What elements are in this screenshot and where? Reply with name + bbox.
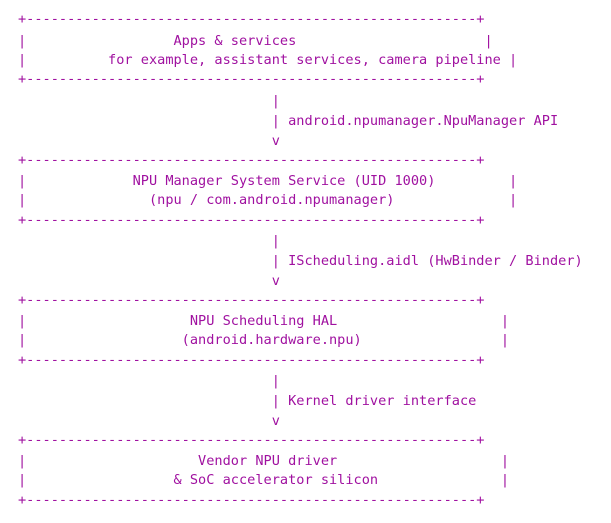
connector-2-label: | IScheduling.aidl (HwBinder / Binder) — [18, 253, 583, 269]
apps-box-subtitle: | for example, assistant services, camer… — [18, 52, 518, 68]
connector-3-stem: | — [18, 373, 280, 389]
connector-3-label: | Kernel driver interface — [18, 393, 477, 409]
driver-box-top-border: +---------------------------------------… — [18, 432, 485, 448]
apps-box-top-border: +---------------------------------------… — [18, 11, 485, 27]
npu-service-box-bottom-border: +---------------------------------------… — [18, 212, 485, 228]
connector-1-arrow: v — [18, 133, 280, 149]
connector-1-stem: | — [18, 93, 280, 109]
npu-service-box-subtitle: | (npu / com.android.npumanager) | — [18, 192, 518, 208]
hal-box-top-border: +---------------------------------------… — [18, 292, 485, 308]
apps-box-title: | Apps & services | — [18, 33, 493, 49]
connector-2-arrow: v — [18, 273, 280, 289]
connector-1-label: | android.npumanager.NpuManager API — [18, 113, 559, 129]
driver-box-bottom-border: +---------------------------------------… — [18, 492, 485, 508]
driver-box-title: | Vendor NPU driver | — [18, 453, 510, 469]
npu-service-box-title: | NPU Manager System Service (UID 1000) … — [18, 173, 518, 189]
apps-box-bottom-border: +---------------------------------------… — [18, 71, 485, 87]
hal-box-title: | NPU Scheduling HAL | — [18, 313, 510, 329]
driver-box-subtitle: | & SoC accelerator silicon | — [18, 472, 510, 488]
connector-3-arrow: v — [18, 413, 280, 429]
hal-box-subtitle: | (android.hardware.npu) | — [18, 332, 510, 348]
npu-service-box-top-border: +---------------------------------------… — [18, 152, 485, 168]
connector-2-stem: | — [18, 233, 280, 249]
hal-box-bottom-border: +---------------------------------------… — [18, 352, 485, 368]
